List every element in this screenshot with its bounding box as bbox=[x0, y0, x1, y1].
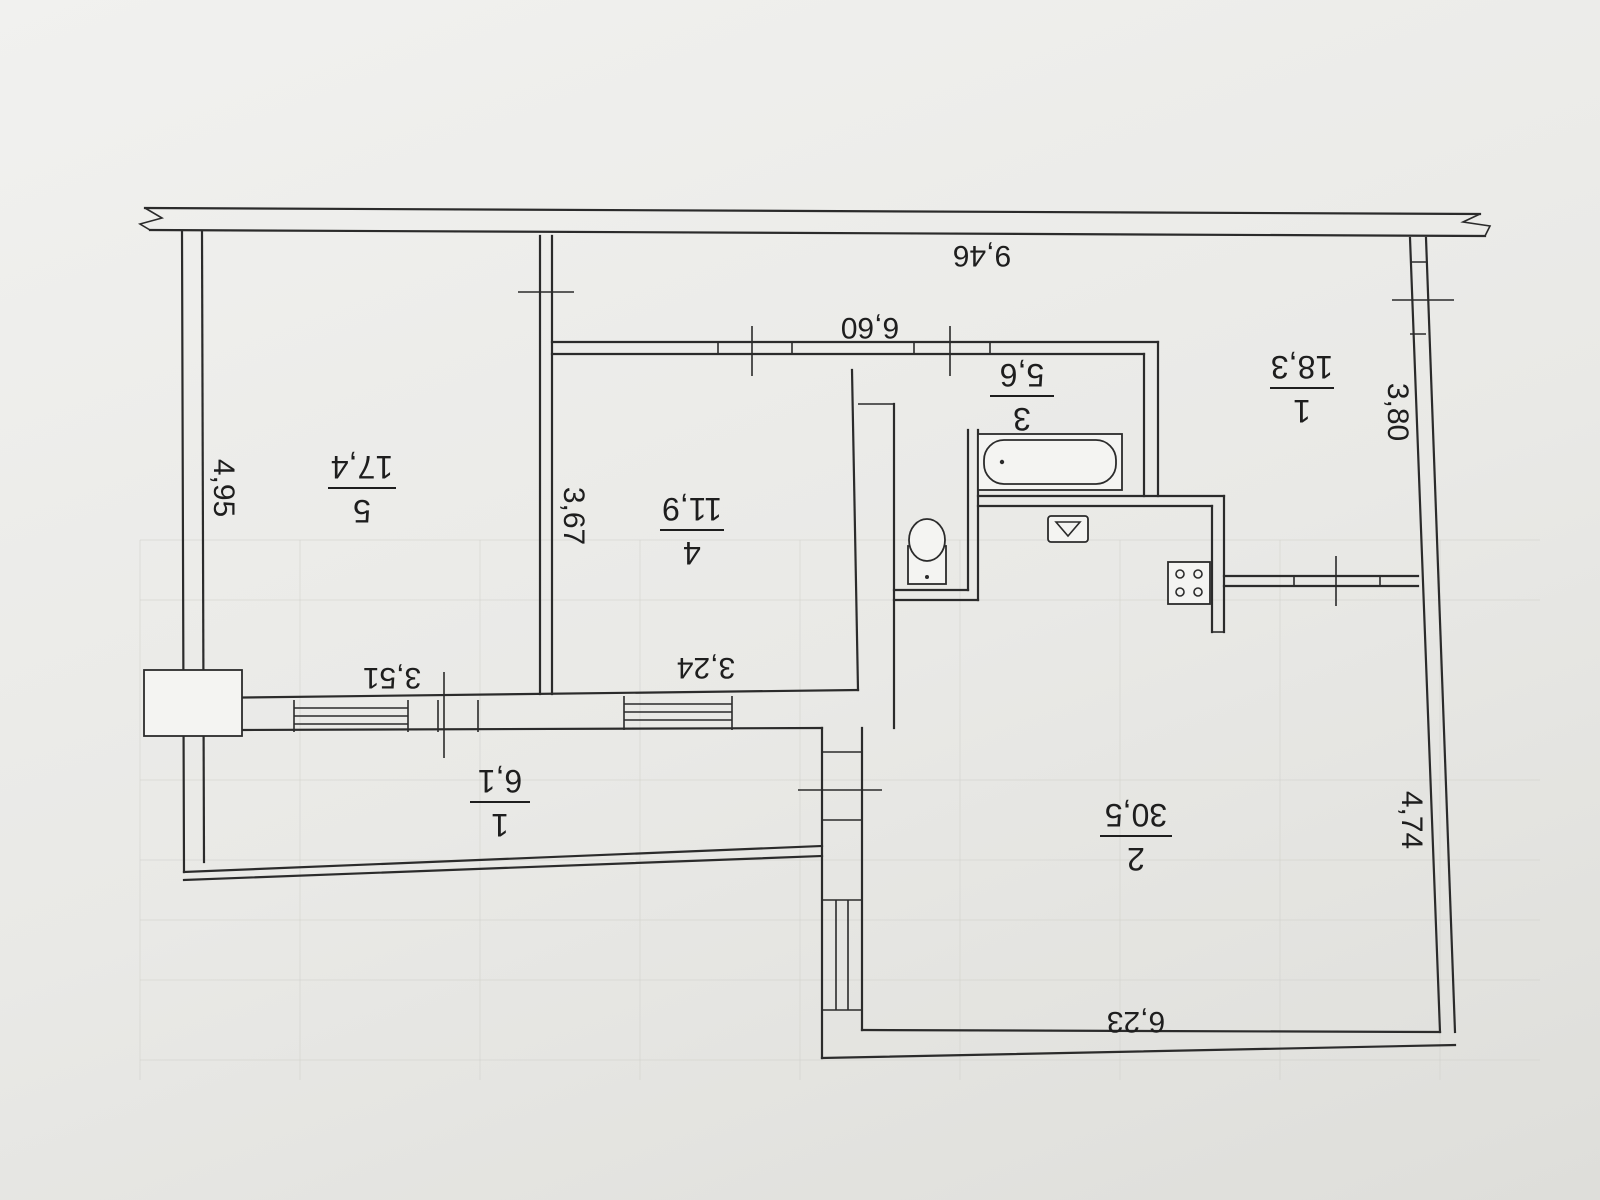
dim-4-95: 4,95 bbox=[207, 459, 240, 517]
svg-text:5,6: 5,6 bbox=[1000, 357, 1044, 393]
dim-3-67: 3,67 bbox=[557, 487, 590, 545]
dim-6-23: 6,23 bbox=[1107, 1005, 1165, 1038]
dim-4-74: 4,74 bbox=[1395, 791, 1428, 849]
dim-3-24: 3,24 bbox=[677, 651, 735, 684]
dim-6-60: 6,60 bbox=[841, 311, 899, 344]
room-label-1-lower: 1 6,1 bbox=[470, 763, 530, 843]
svg-text:6,1: 6,1 bbox=[478, 763, 522, 799]
svg-text:1: 1 bbox=[491, 807, 509, 843]
outer-walls bbox=[137, 206, 1492, 1060]
room-label-4: 4 11,9 bbox=[660, 491, 724, 571]
paper-grid bbox=[139, 539, 1540, 1080]
svg-text:30,5: 30,5 bbox=[1105, 797, 1167, 833]
room-label-5: 5 17,4 bbox=[328, 449, 396, 529]
dim-3-51: 3,51 bbox=[363, 661, 421, 694]
svg-text:11,9: 11,9 bbox=[662, 491, 722, 527]
dim-9-46: 9,46 bbox=[953, 239, 1011, 272]
svg-text:4: 4 bbox=[683, 535, 701, 571]
room-label-2: 2 30,5 bbox=[1100, 797, 1172, 877]
interior-walls bbox=[143, 234, 1454, 758]
dim-3-80: 3,80 bbox=[1381, 383, 1414, 441]
svg-text:17,4: 17,4 bbox=[331, 449, 393, 485]
sink-icon bbox=[1047, 515, 1089, 543]
bathtub-icon bbox=[977, 433, 1123, 491]
svg-text:3: 3 bbox=[1013, 401, 1031, 437]
svg-text:5: 5 bbox=[353, 493, 371, 529]
svg-text:18,3: 18,3 bbox=[1271, 349, 1333, 385]
toilet-icon bbox=[907, 518, 947, 585]
ventilation-shaft bbox=[143, 669, 243, 737]
room-label-1-upper: 1 18,3 bbox=[1270, 349, 1334, 429]
room-label-3: 3 5,6 bbox=[990, 357, 1054, 437]
svg-text:2: 2 bbox=[1127, 841, 1145, 877]
stove-icon bbox=[1167, 561, 1211, 605]
svg-text:1: 1 bbox=[1293, 393, 1311, 429]
